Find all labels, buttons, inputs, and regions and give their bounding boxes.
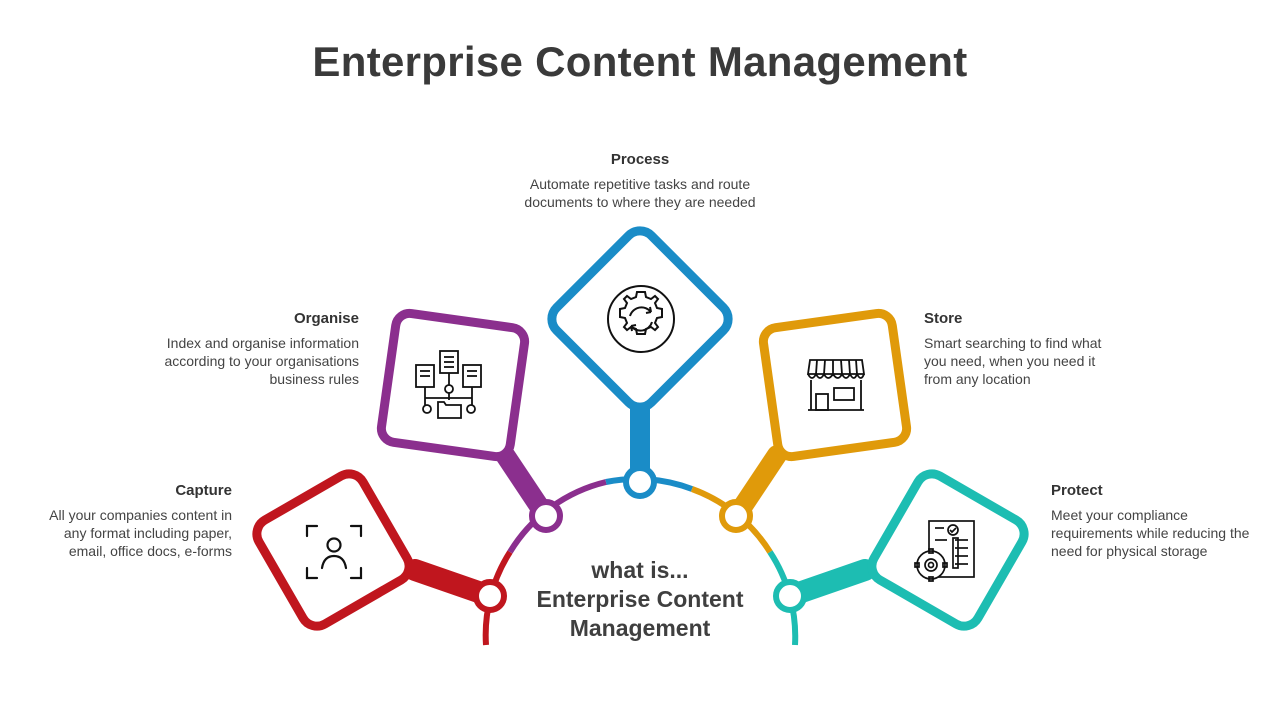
step-label-protect: Protect Meet your compliance requirement…: [1051, 482, 1276, 560]
node-capture: [473, 579, 507, 613]
center-caption: what is... Enterprise Content Management: [490, 556, 790, 643]
step-description-process: Automate repetitive tasks and route docu…: [524, 176, 756, 210]
step-title-capture: Capture: [175, 482, 232, 499]
step-description-store: Smart searching to find what you need, w…: [924, 335, 1102, 387]
center-line-1: what is...: [591, 557, 689, 583]
step-protect: [773, 469, 1029, 631]
center-line-3: Management: [569, 615, 711, 641]
step-description-capture: All your companies content in any format…: [49, 507, 232, 559]
frame-store: [758, 308, 912, 462]
frame-organise: [376, 308, 530, 462]
frame-process: [547, 226, 733, 412]
page-title: Enterprise Content Management: [312, 38, 968, 85]
step-label-process: Process Automate repetitive tasks and ro…: [490, 151, 790, 211]
storefront-icon: [806, 359, 866, 411]
step-description-protect: Meet your compliance requirements while …: [1051, 507, 1250, 559]
node-organise: [529, 499, 563, 533]
node-protect: [773, 579, 807, 613]
gear-cycle-icon: [607, 285, 675, 353]
step-title-protect: Protect: [1051, 482, 1103, 499]
step-title-store: Store: [924, 310, 963, 327]
frame-capture: [252, 469, 414, 631]
step-organise: [376, 308, 563, 533]
step-store: [719, 308, 912, 533]
gear-checklist-icon: [914, 520, 975, 582]
step-label-capture: Capture All your companies content in an…: [20, 482, 232, 560]
node-process: [623, 465, 657, 499]
step-label-store: Store Smart searching to find what you n…: [924, 310, 1164, 388]
center-line-2: Enterprise Content: [536, 586, 744, 612]
step-capture: [252, 469, 507, 631]
face-scan-icon: [305, 524, 363, 580]
node-store: [719, 499, 753, 533]
frame-protect: [867, 469, 1029, 631]
step-title-organise: Organise: [293, 310, 359, 327]
step-title-process: Process: [610, 151, 670, 168]
step-description-organise: Index and organise information according…: [164, 335, 359, 387]
step-label-organise: Organise Index and organise information …: [120, 310, 359, 388]
step-process: [547, 226, 733, 499]
document-hierarchy-icon: [415, 350, 482, 419]
